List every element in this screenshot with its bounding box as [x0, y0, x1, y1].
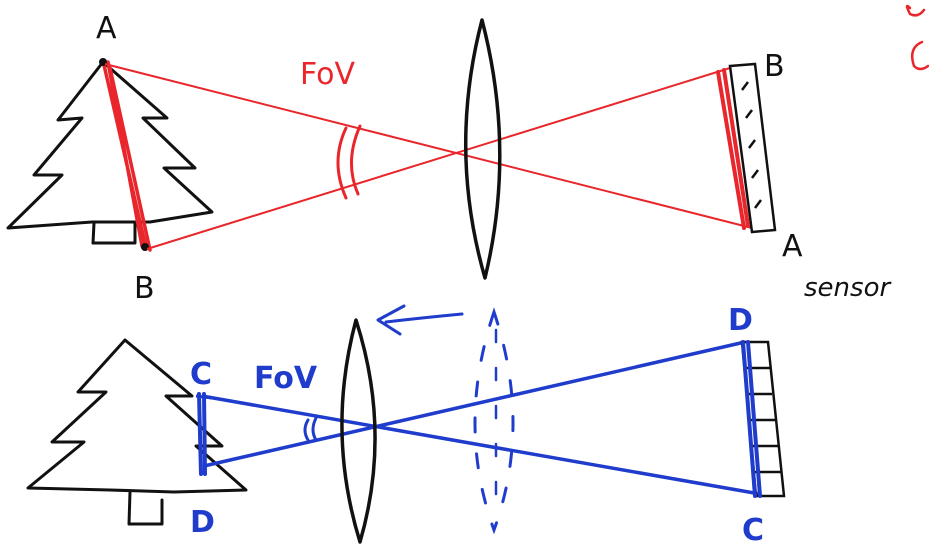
sensor-top — [728, 62, 777, 234]
object-line-cd — [197, 392, 207, 476]
tree-object-top — [6, 60, 214, 245]
fov-arc-bottom — [303, 416, 318, 442]
label-a-object: A — [96, 11, 117, 46]
top-diagram: A B FoV B A sensor — [6, 11, 892, 306]
label-d-image: D — [728, 303, 753, 338]
ray-a-to-image — [104, 63, 753, 229]
object-line-ab — [102, 60, 152, 252]
label-c-image: C — [742, 513, 764, 548]
lens-bottom — [340, 318, 377, 544]
label-d-object: D — [190, 505, 215, 540]
sensor-label: sensor — [804, 273, 892, 303]
image-line-ba — [716, 68, 750, 230]
lens-top — [463, 18, 502, 280]
fov-label-bottom: FoV — [254, 361, 318, 396]
tree-object-bottom — [26, 338, 248, 526]
ray-d-to-image — [203, 340, 746, 468]
cropped-red-marks — [905, 4, 929, 71]
label-b-object: B — [134, 271, 155, 306]
fov-arc-top — [336, 124, 362, 200]
move-arrow-icon — [376, 304, 464, 336]
label-b-image: B — [764, 49, 785, 84]
label-a-image: A — [782, 229, 803, 264]
ray-c-to-image — [201, 394, 761, 496]
point-b-dot — [141, 243, 149, 251]
lens-previous-dashed — [473, 307, 515, 535]
fov-label-top: FoV — [300, 57, 356, 92]
label-c-object: C — [190, 357, 212, 392]
image-line-dc — [741, 340, 762, 498]
ray-b-to-image — [146, 67, 731, 250]
bottom-diagram: C D FoV D C — [26, 303, 786, 548]
